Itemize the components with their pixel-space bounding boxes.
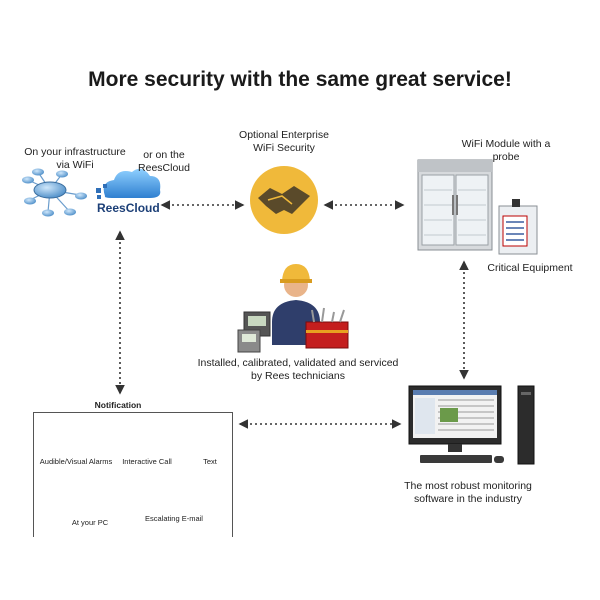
notification-item-text: Text — [203, 457, 217, 466]
notification-panel — [33, 412, 233, 537]
security-label-line2: WiFi Security — [253, 142, 315, 154]
software-label: The most robust monitoring software in t… — [386, 480, 550, 506]
technician-icon — [237, 264, 349, 353]
security-label-line1: Optional Enterprise — [239, 129, 329, 141]
reescloud-label: or on the ReesCloud — [132, 149, 196, 175]
wifi-module-label-line1: WiFi Module with a — [461, 138, 551, 150]
critical-equipment-icon — [498, 199, 538, 255]
technician-label-line2: by Rees technicians — [251, 370, 345, 382]
computer-icon — [408, 385, 535, 465]
critical-equipment-label: Critical Equipment — [487, 262, 573, 274]
notification-title: Notification — [94, 400, 142, 410]
wifi-module-label-line2: probe — [492, 151, 520, 163]
infrastructure-label-line2: via WiFi — [56, 159, 94, 171]
reescloud-label-line2: ReesCloud — [138, 162, 190, 174]
notification-item-escalating-email: Escalating E-mail — [145, 514, 203, 523]
handshake-icon — [250, 166, 318, 234]
reescloud-brand: ReesCloud — [97, 201, 160, 215]
notification-item-audible-visual-alarms: Audible/Visual Alarms — [39, 457, 113, 466]
reescloud-label-line1: or on the — [143, 149, 185, 161]
cloud-icon — [96, 168, 161, 199]
network-topology-icon — [22, 168, 87, 217]
wifi-module-label: WiFi Module with a probe — [446, 138, 566, 164]
software-label-line1: The most robust monitoring — [404, 480, 532, 492]
infrastructure-label: On your infrastructure via WiFi — [15, 146, 135, 172]
page-title: More security with the same great servic… — [88, 68, 512, 91]
security-label: Optional Enterprise WiFi Security — [224, 129, 344, 155]
technician-label-line1: Installed, calibrated, validated and ser… — [197, 357, 399, 369]
technician-label: Installed, calibrated, validated and ser… — [186, 357, 410, 383]
infrastructure-label-line1: On your infrastructure — [24, 146, 126, 158]
notification-item-at-your-pc: At your PC — [71, 518, 109, 527]
connector-lines — [115, 200, 469, 429]
notification-item-interactive-call: Interactive Call — [122, 457, 172, 466]
software-label-line2: software in the industry — [414, 493, 522, 505]
refrigerator-icon — [417, 159, 493, 251]
